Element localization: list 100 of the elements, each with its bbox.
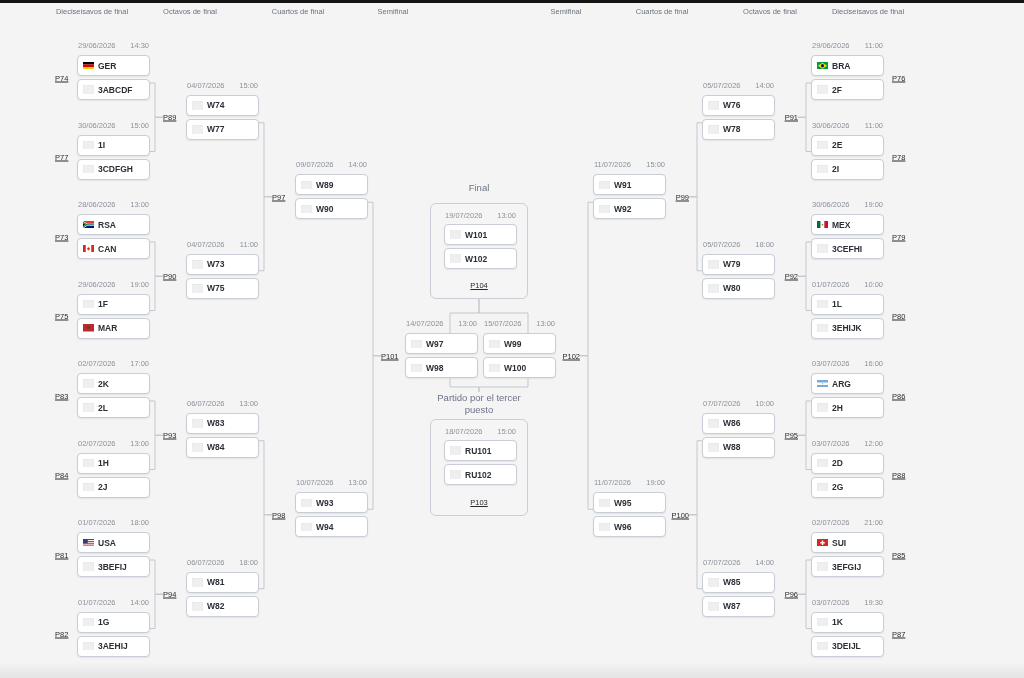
team-code: 2H bbox=[832, 402, 843, 413]
team-slot bbox=[702, 277, 775, 299]
team-code: 1F bbox=[98, 299, 108, 309]
team-slot bbox=[295, 198, 368, 220]
team-slot bbox=[295, 492, 368, 514]
team-code: 1K bbox=[832, 617, 843, 627]
team-slot bbox=[702, 253, 775, 275]
team-code: W100 bbox=[504, 362, 527, 373]
team-slot bbox=[186, 253, 259, 275]
team-code: 1L bbox=[832, 299, 842, 309]
bracket-line bbox=[149, 275, 164, 311]
team-slot bbox=[77, 532, 150, 553]
team-slot bbox=[811, 293, 884, 315]
round-title: Final bbox=[467, 182, 491, 194]
team-slot bbox=[186, 412, 259, 434]
team-slot bbox=[702, 94, 775, 116]
team-code: W101 bbox=[465, 229, 488, 240]
team-code: 1H bbox=[98, 458, 109, 468]
team-code: RU101 bbox=[465, 445, 492, 456]
team-code: W91 bbox=[614, 179, 632, 190]
team-code: 2K bbox=[98, 378, 109, 389]
team-slot bbox=[77, 373, 150, 394]
bracket-line bbox=[797, 116, 812, 152]
team-code: ARG bbox=[832, 378, 851, 389]
team-code: GER bbox=[98, 60, 117, 71]
team-code: 2J bbox=[98, 482, 108, 492]
team-code: W89 bbox=[316, 179, 334, 190]
bracket-line bbox=[478, 298, 529, 334]
team-slot bbox=[77, 55, 150, 76]
bracket-line bbox=[367, 355, 382, 510]
team-slot bbox=[811, 373, 884, 394]
team-code: W77 bbox=[207, 124, 225, 135]
team-slot bbox=[186, 94, 259, 116]
round-title: Partido por el tercer puesto bbox=[436, 392, 522, 416]
team-code: W85 bbox=[723, 577, 741, 588]
team-slot bbox=[593, 516, 666, 538]
team-slot bbox=[811, 397, 884, 418]
team-code: 3EHIJK bbox=[832, 323, 862, 333]
team-code: RU102 bbox=[465, 469, 492, 480]
team-code: 1I bbox=[98, 140, 106, 150]
team-slot bbox=[593, 198, 666, 220]
team-slot bbox=[444, 248, 517, 269]
team-slot bbox=[77, 158, 150, 180]
team-code: W81 bbox=[207, 577, 225, 588]
team-slot bbox=[186, 436, 259, 458]
bracket-line bbox=[797, 275, 812, 311]
team-slot bbox=[483, 357, 556, 379]
team-slot bbox=[811, 214, 884, 235]
team-code: MAR bbox=[98, 323, 118, 333]
team-slot bbox=[702, 412, 775, 434]
bracket-line bbox=[258, 514, 273, 590]
team-code: W75 bbox=[207, 283, 225, 294]
team-slot bbox=[702, 436, 775, 458]
team-slot bbox=[295, 516, 368, 538]
team-slot bbox=[77, 476, 150, 498]
team-code: SUI bbox=[832, 537, 847, 548]
team-code: CAN bbox=[98, 243, 117, 254]
team-code: W84 bbox=[207, 442, 225, 453]
team-code: W90 bbox=[316, 203, 334, 214]
team-slot bbox=[405, 357, 478, 379]
team-code: 1G bbox=[98, 617, 110, 627]
team-slot bbox=[77, 611, 150, 633]
team-code: W80 bbox=[723, 283, 741, 294]
team-code: 2E bbox=[832, 140, 843, 150]
bracket-line bbox=[688, 196, 703, 272]
team-code: W98 bbox=[426, 362, 444, 373]
team-slot bbox=[811, 532, 884, 553]
team-slot bbox=[811, 556, 884, 577]
team-slot bbox=[811, 611, 884, 633]
team-code: MEX bbox=[832, 219, 851, 230]
team-code: USA bbox=[98, 537, 116, 548]
team-code: 2G bbox=[832, 482, 844, 492]
team-code: 3DEIJL bbox=[832, 641, 861, 651]
bracket-line bbox=[579, 355, 594, 510]
team-slot bbox=[811, 317, 884, 339]
bracket-line bbox=[478, 377, 529, 393]
team-code: W97 bbox=[426, 338, 444, 349]
bracket-line bbox=[149, 593, 164, 629]
team-slot bbox=[77, 397, 150, 418]
team-slot bbox=[77, 556, 150, 577]
team-code: W86 bbox=[723, 418, 741, 429]
team-code: W102 bbox=[465, 253, 488, 264]
team-slot bbox=[444, 464, 517, 485]
team-slot bbox=[186, 595, 259, 617]
team-slot bbox=[444, 224, 517, 245]
team-code: W87 bbox=[723, 601, 741, 612]
team-slot bbox=[77, 134, 150, 156]
team-slot bbox=[811, 79, 884, 100]
team-code: 3ABCDF bbox=[98, 84, 133, 95]
team-slot bbox=[811, 476, 884, 498]
team-slot bbox=[77, 79, 150, 100]
team-slot bbox=[811, 55, 884, 76]
team-code: W73 bbox=[207, 259, 225, 270]
team-code: W88 bbox=[723, 442, 741, 453]
team-code: W99 bbox=[504, 338, 522, 349]
team-code: 3BEFIJ bbox=[98, 561, 127, 572]
team-code: W79 bbox=[723, 259, 741, 270]
team-code: 3EFGIJ bbox=[832, 561, 862, 572]
team-code: W83 bbox=[207, 418, 225, 429]
team-code: RSA bbox=[98, 219, 116, 230]
